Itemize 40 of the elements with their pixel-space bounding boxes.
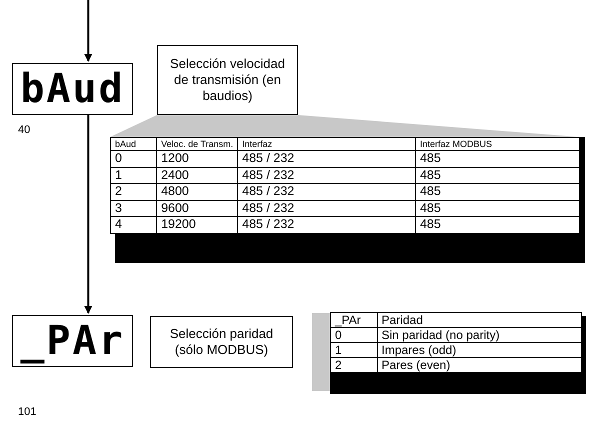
table-cell: 19200 [156, 216, 238, 233]
item-number: 101 [18, 406, 36, 418]
table-cell: 485 [415, 167, 580, 184]
table-cell: Veloc. de Transm. [156, 138, 238, 150]
table-cell: Interfaz MODBUS [415, 138, 580, 150]
table-cell: Paridad [377, 312, 582, 328]
table-cell: _PAr [330, 312, 377, 328]
table-cell: 485 [415, 200, 580, 216]
table-cell: 1 [110, 167, 157, 184]
table-cell: Interfaz [238, 138, 416, 150]
display-box: bAud [12, 63, 133, 115]
table-cell: Impares (odd) [377, 342, 582, 358]
table-cell: 485 / 232 [238, 200, 416, 216]
table-cell: 0 [110, 150, 157, 167]
table-cell: 9600 [156, 200, 238, 216]
table-cell: 4800 [156, 184, 238, 200]
table-cell: 485 / 232 [238, 216, 416, 233]
table-cell: 485 / 232 [238, 184, 416, 200]
display-box: _PAr [12, 315, 133, 367]
table-cell: 485 [415, 184, 580, 200]
table-cell: 1 [330, 342, 377, 358]
table-cell: 485 [415, 150, 580, 167]
description-box: Selección velocidad de transmisión (en baudios) [157, 45, 298, 115]
table-cell: 2400 [156, 167, 238, 184]
arrow [84, 115, 92, 314]
table-cell: Sin paridad (no parity) [377, 328, 582, 342]
table-cell: 3 [110, 200, 157, 216]
table-cell: 2 [330, 358, 377, 372]
table-cell: 0 [330, 328, 377, 342]
table-cell: bAud [110, 138, 157, 150]
table-cell: Pares (even) [377, 358, 582, 372]
table-cell: 4 [110, 216, 157, 233]
table-cell: 2 [110, 184, 157, 200]
table-cell: 485 / 232 [238, 167, 416, 184]
table-cell: 485 / 232 [238, 150, 416, 167]
description-box: Selección paridad (sólo MODBUS) [150, 316, 293, 368]
table-cell: 485 [415, 216, 580, 233]
item-number: 40 [18, 124, 30, 136]
arrow [84, 0, 92, 62]
table-cell: 1200 [156, 150, 238, 167]
